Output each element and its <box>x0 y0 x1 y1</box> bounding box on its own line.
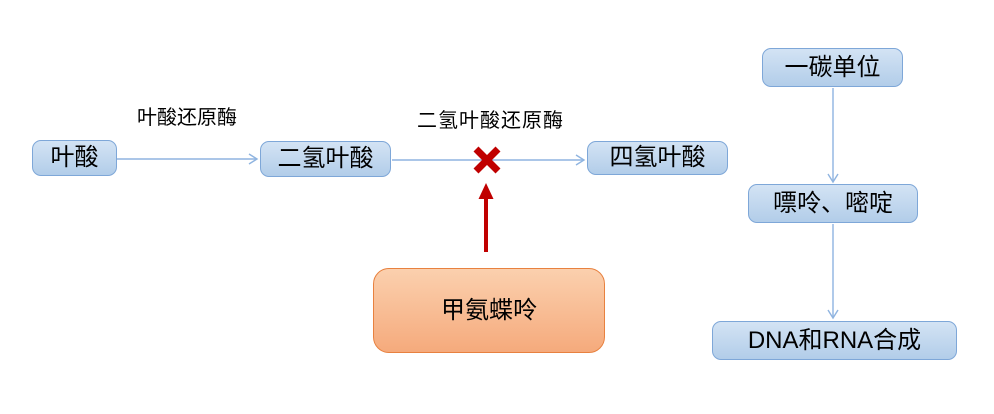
arrow-folic-to-dihydrofolate <box>117 153 259 165</box>
node-dihydrofolate: 二氢叶酸 <box>260 141 391 177</box>
arrow-purine-to-dnarna <box>827 224 839 320</box>
block-x-icon <box>473 146 501 174</box>
edge-label-folate-reductase: 叶酸还原酶 <box>137 107 237 129</box>
node-dna-rna-synthesis: DNA和RNA合成 <box>712 321 957 360</box>
node-tetrahydrofolate: 四氢叶酸 <box>587 141 728 175</box>
arrow-onecarbon-to-purine <box>827 88 839 184</box>
node-methotrexate-label: 甲氨蝶呤 <box>441 296 537 324</box>
node-methotrexate: 甲氨蝶呤 <box>373 268 605 353</box>
edge-label-dihydrofolate-reductase: 二氢叶酸还原酶 <box>417 110 564 132</box>
node-one-carbon-unit-label: 一碳单位 <box>784 53 881 81</box>
node-one-carbon-unit: 一碳单位 <box>762 48 903 87</box>
node-purine-pyrimidine-label: 嘌呤、嘧啶 <box>773 189 893 217</box>
node-folic-acid-label: 叶酸 <box>50 144 99 171</box>
node-tetrahydrofolate-label: 四氢叶酸 <box>609 144 706 171</box>
node-purine-pyrimidine: 嘌呤、嘧啶 <box>748 184 918 223</box>
inhibition-arrow <box>478 183 494 252</box>
node-dna-rna-synthesis-label: DNA和RNA合成 <box>747 326 922 354</box>
node-folic-acid: 叶酸 <box>32 140 117 176</box>
node-dihydrofolate-label: 二氢叶酸 <box>277 145 374 172</box>
